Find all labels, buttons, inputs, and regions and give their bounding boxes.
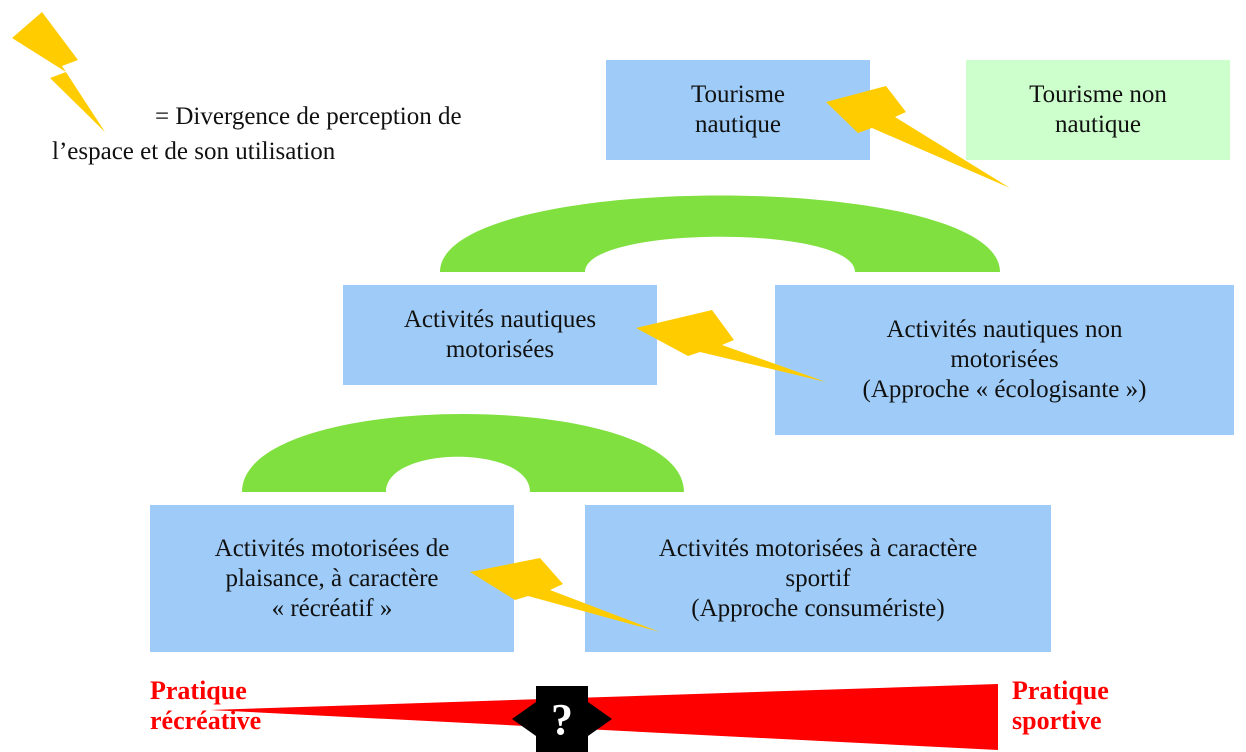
right-arrow-icon <box>588 702 612 736</box>
box-activites-non-motorisees: Activités nautiques non motorisées (Appr… <box>775 285 1234 435</box>
box-line: nautique <box>694 111 782 138</box>
box-motorisees-sportif: Activités motorisées à caractère sportif… <box>585 505 1051 652</box>
legend-line-1: = Divergence de perception de <box>155 103 462 130</box>
box-line: motorisées <box>445 336 555 363</box>
lightning-bolt-icon <box>470 558 660 632</box>
scale-left-line: Pratique <box>150 676 247 705</box>
box-line: Tourisme non <box>1029 81 1167 108</box>
box-line: (Approche consumériste) <box>691 594 945 622</box>
box-line: Activités nautiques non <box>886 316 1123 343</box>
box-line: sportif <box>785 564 851 592</box>
box-line: motorisées <box>950 346 1059 373</box>
legend-line-2: l’espace et de son utilisation <box>52 138 336 165</box>
left-arrow-icon <box>512 702 536 736</box>
scale-right-label: Pratique sportive <box>1012 676 1109 736</box>
box-activites-motorisees: Activités nautiques motorisées <box>343 285 657 385</box>
box-tourisme-nautique: Tourisme nautique <box>606 60 870 160</box>
box-tourisme-non-nautique: Tourisme non nautique <box>966 60 1230 160</box>
box-line: Activités motorisées à caractère <box>658 534 978 562</box>
box-line: Tourisme <box>690 81 786 108</box>
question-mark: ? <box>551 694 573 744</box>
center-question-box <box>512 686 612 752</box>
box-line: Activités nautiques <box>403 306 597 333</box>
box-line: plaisance, à caractère <box>225 564 439 592</box>
upper-arch <box>440 195 1000 272</box>
box-line: nautique <box>1054 111 1142 138</box>
lightning-bolt-icon <box>826 86 1010 188</box>
scale-right-line: Pratique <box>1012 676 1109 705</box>
box-line: (Approche « écologisante ») <box>862 376 1147 403</box>
scale-right-line: sportive <box>1012 706 1102 735</box>
box-line: « récréatif » <box>271 594 393 622</box>
scale-left-label: Pratique récréative <box>150 676 261 736</box>
lower-arch <box>242 414 684 492</box>
legend-lightning-icon <box>12 12 105 132</box>
box-line: Activités motorisées de <box>214 534 450 562</box>
box-plaisance-recreatif: Activités motorisées de plaisance, à car… <box>150 505 514 652</box>
lightning-bolt-icon <box>636 310 826 382</box>
scale-left-line: récréative <box>150 706 262 735</box>
